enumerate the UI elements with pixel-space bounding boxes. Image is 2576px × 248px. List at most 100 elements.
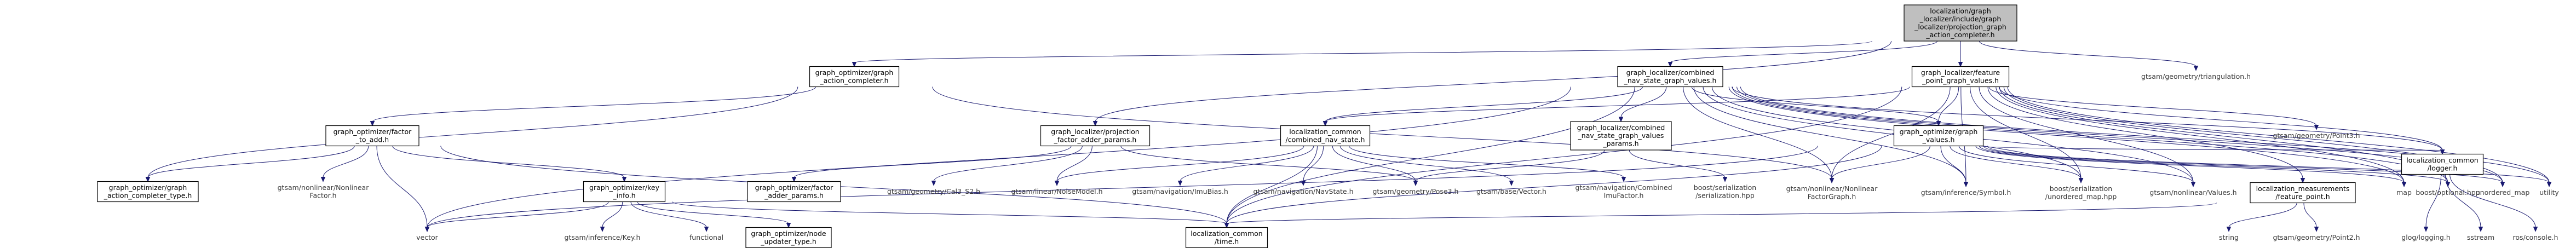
edge-line: [1987, 146, 2550, 183]
edge-go-factor-to-add-to-go-graph-action-completer-type: [145, 146, 355, 182]
edge-line: [1349, 146, 1624, 178]
edge-go-graph-values-to-lc-time: [1224, 146, 1882, 228]
node-gl-feature-point-graph-values[interactable]: graph_localizer/feature_point_graph_valu…: [1911, 66, 2010, 88]
node-gl-projection-factor-adder-params[interactable]: graph_localizer/projection_factor_adder_…: [1040, 125, 1151, 147]
node-box: [97, 181, 199, 203]
node-box: [1911, 66, 2010, 88]
edge-line: [1938, 86, 1959, 122]
edge-gl-feature-point-graph-values-to-go-graph-values: [1936, 86, 1959, 126]
edge-arrowhead: [1323, 121, 1328, 126]
edge-root-to-go-action-completer: [852, 41, 1872, 67]
edge-arrowhead: [1668, 62, 1673, 67]
node-gtsam-imubias: gtsam/navigation/ImuBias.h: [1132, 187, 1228, 195]
edge-line: [630, 201, 707, 228]
node-go-key-info[interactable]: graph_optimizer/key_info.h: [583, 181, 666, 203]
node-go-factor-adder-params[interactable]: graph_optimizer/factor_adder_params.h: [747, 181, 841, 203]
node-lc-logger[interactable]: localization_common/logger.h: [2401, 153, 2484, 175]
node-box: [2250, 182, 2356, 204]
node-gl-combined-nav-graph-values[interactable]: graph_localizer/combined_nav_state_graph…: [1617, 66, 1723, 88]
node-label-line: string: [2219, 233, 2239, 241]
edge-root-to-gtsam-triangulation: [1979, 41, 2199, 71]
node-label-line: _params.h: [1602, 140, 1638, 148]
edge-gl-combined-nav-graph-values-params-to-boost-serialization: [1629, 149, 1728, 182]
node-lc-combined-nav-state[interactable]: localization_common/combined_nav_state.h: [1280, 125, 1371, 147]
node-label-line: gtsam/linear/NoiseModel.h: [1011, 187, 1102, 195]
node-string: string: [2219, 233, 2239, 241]
node-label-line: _localizer/include/graph: [1919, 15, 2002, 23]
edge-root-to-gl-projection-factor-adder-params: [1092, 41, 1892, 126]
node-lm-feature-point[interactable]: localization_measurements/feature_point.…: [2250, 182, 2356, 204]
node-box: [325, 125, 419, 147]
edge-line: [1226, 86, 1635, 224]
edge-line: [1120, 146, 1416, 182]
edge-line: [392, 146, 625, 178]
edge-lm-feature-point-to-string: [2226, 203, 2297, 232]
edge-line: [1056, 146, 1304, 182]
edge-line: [1056, 146, 1092, 182]
node-label-line: _factor_adder_params.h: [1054, 136, 1137, 144]
node-go-graph-action-completer-type[interactable]: graph_optimizer/graph_action_completer_t…: [97, 181, 199, 203]
edge-arrowhead: [2533, 227, 2538, 232]
node-gl-combined-nav-graph-values-params[interactable]: graph_localizer/combined_nav_state_graph…: [1570, 121, 1672, 151]
node-label-line: gtsam/geometry/triangulation.h: [2141, 72, 2251, 80]
edge-gl-combined-nav-graph-values-params-to-gtsam-pose3: [1413, 149, 1605, 186]
edge-arrowhead: [2440, 149, 2445, 155]
node-go-graph-values[interactable]: graph_optimizer/graph_values.h: [1893, 125, 1984, 147]
edge-arrowhead: [600, 227, 605, 232]
node-box: [1185, 227, 1268, 248]
edge-line: [602, 201, 623, 228]
edge-arrowhead: [852, 62, 857, 67]
edge-line: [2228, 203, 2297, 228]
edge-arrowhead: [1054, 181, 1060, 186]
node-go-action-completer[interactable]: graph_optimizer/graph_action_completer.h: [809, 66, 900, 88]
node-label-line: functional: [689, 233, 723, 241]
edge-line: [1703, 86, 2082, 179]
node-functional: functional: [689, 233, 723, 241]
edge-line: [854, 41, 1872, 63]
edge-arrowhead: [931, 181, 936, 186]
node-lc-time[interactable]: localization_common/time.h: [1185, 227, 1268, 248]
node-go-node-updater-type[interactable]: graph_optimizer/node_updater_type.h: [745, 227, 832, 248]
edge-line: [147, 86, 798, 178]
edge-line: [427, 146, 1818, 228]
node-label-line: graph_localizer/combined: [1626, 68, 1715, 77]
edge-arrowhead: [791, 177, 797, 182]
edge-gl-feature-point-graph-values-to-gtsam-values: [1979, 86, 2196, 187]
node-box: [2401, 153, 2484, 175]
edge-line: [1831, 146, 1930, 179]
node-gtsam-pose3: gtsam/geometry/Pose3.h: [1373, 187, 1459, 195]
edge-go-graph-values-to-gtsam-symbol: [1940, 146, 1969, 187]
edge-line: [1983, 146, 2503, 183]
node-root[interactable]: localization/graph_localizer/include/gra…: [1904, 4, 2017, 42]
edge-gl-projection-factor-adder-params-to-gtsam-pose3: [1120, 146, 1418, 186]
node-label-line: gtsam/inference/Key.h: [565, 233, 641, 241]
node-label-line: graph_localizer/combined: [1577, 124, 1665, 132]
edge-go-factor-to-add-to-go-key-info: [392, 146, 627, 182]
node-boost-optional: boost/optional.hpp: [2416, 188, 2480, 197]
edge-line: [1979, 146, 2443, 151]
node-gtsam-triangulation: gtsam/geometry/triangulation.h: [2141, 72, 2251, 80]
node-label-line: _adder_params.h: [764, 192, 824, 200]
edge-line: [1987, 86, 2303, 179]
edge-arrowhead: [1618, 117, 1624, 123]
node-go-factor-to-add[interactable]: graph_optimizer/factor_to_add.h: [325, 125, 419, 147]
node-label-line: glog/logging.h: [2401, 233, 2450, 241]
edge-line: [2007, 86, 2550, 183]
edge-line: [1691, 86, 1939, 122]
node-label-line: localization_common: [1289, 128, 1361, 136]
node-gtsam-values: gtsam/nonlinear/Values.h: [2149, 188, 2236, 197]
edge-arrowhead: [2078, 178, 2084, 183]
edge-lm-feature-point-to-gtsam-point2: [2303, 203, 2319, 232]
edge-line: [1940, 146, 1967, 183]
node-label-line: /serialization.hpp: [1695, 192, 1755, 200]
edge-line: [1180, 146, 1314, 182]
edge-line: [372, 86, 817, 122]
edge-line: [2450, 174, 2536, 228]
node-gtsam-key: gtsam/inference/Key.h: [565, 233, 641, 241]
edge-lc-combined-nav-state-to-gtsam-combined-imu-factor: [1349, 146, 1626, 182]
edge-go-graph-values-to-vector: [424, 146, 1818, 232]
edge-line: [427, 86, 1571, 228]
edge-gl-feature-point-graph-values-to-lm-feature-point: [1987, 86, 2305, 183]
